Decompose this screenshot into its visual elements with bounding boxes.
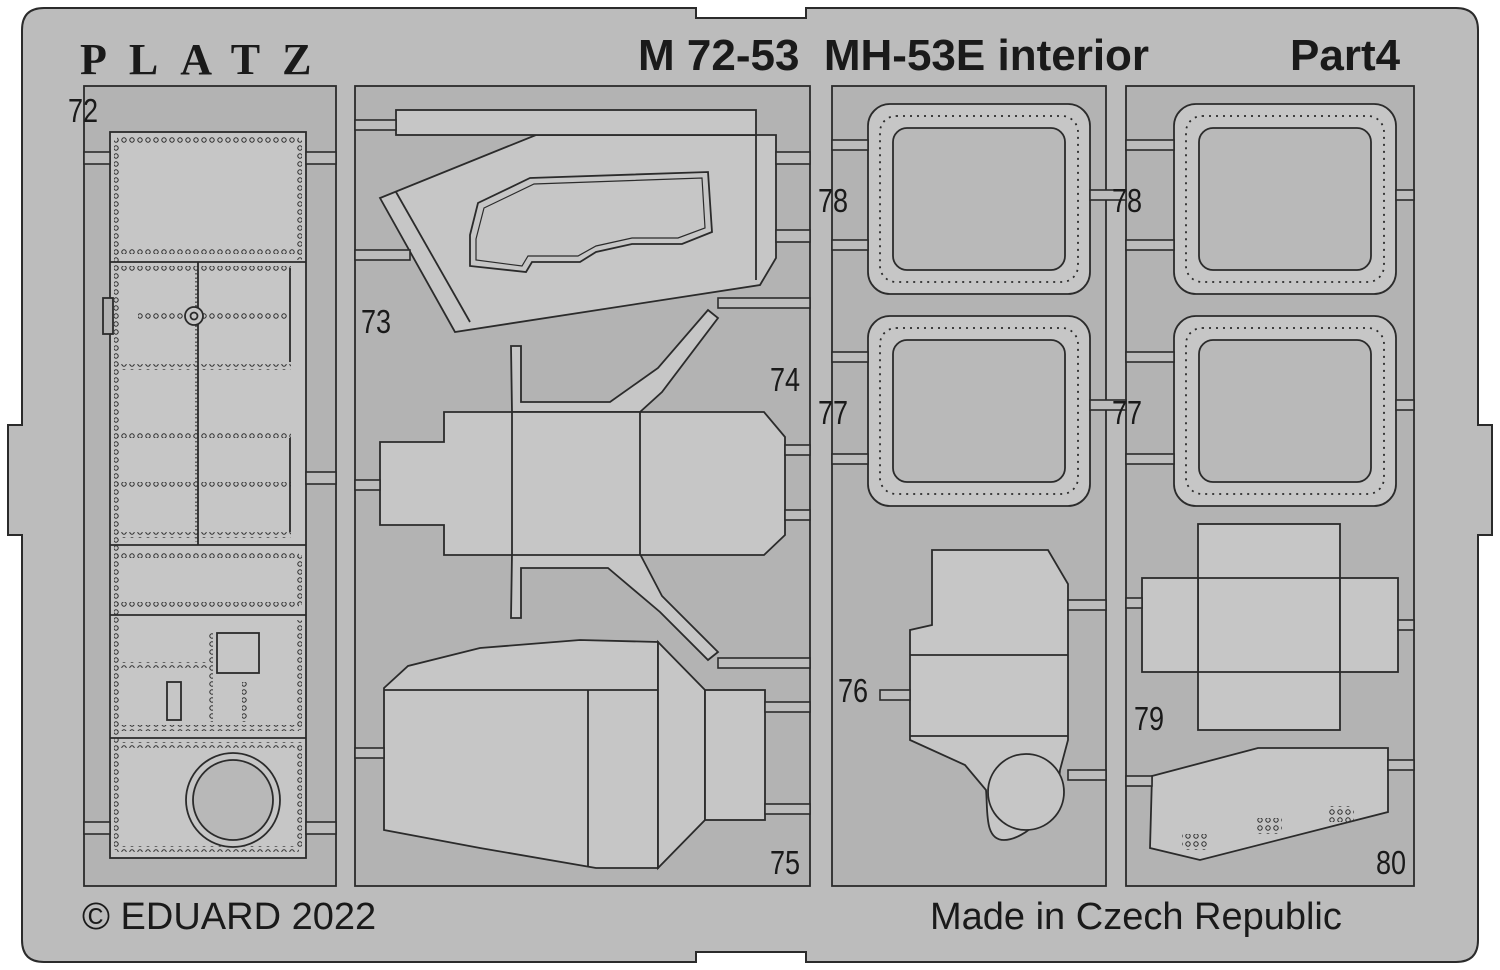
part-75-tapered-panel xyxy=(383,639,766,871)
set-code: M 72-53 xyxy=(638,31,800,80)
copyright-text: © EDUARD 2022 xyxy=(82,896,377,938)
part-79-cross-box xyxy=(1141,523,1399,731)
part-77-window-left xyxy=(867,315,1091,507)
part-76-round-box xyxy=(909,549,1069,841)
fret-sprues xyxy=(83,119,1415,835)
part-number-80: 80 xyxy=(1376,844,1407,881)
set-title: M 72-53 MH-53E interior xyxy=(638,34,1149,78)
origin-text: Made in Czech Republic xyxy=(930,896,1342,938)
part-number-74: 74 xyxy=(770,361,801,398)
part-77-window-right xyxy=(1173,315,1397,507)
part-number-79: 79 xyxy=(1134,700,1165,737)
part-number-75: 75 xyxy=(770,844,801,881)
part-72-floor-panel xyxy=(102,131,307,859)
part-number-78-left: 78 xyxy=(818,182,849,219)
part-number-77-right: 77 xyxy=(1112,394,1143,431)
part-number-78-right: 78 xyxy=(1112,182,1143,219)
part-78-window-right xyxy=(1173,103,1397,295)
part-number-73: 73 xyxy=(361,303,392,340)
part-73-side-panel xyxy=(378,109,777,333)
part-74-box-fold xyxy=(379,308,786,662)
brand-logo: PLATZ xyxy=(80,35,334,84)
part-78-window-left xyxy=(867,103,1091,295)
part-number-76: 76 xyxy=(838,672,869,709)
part-number-77-left: 77 xyxy=(818,394,849,431)
set-name: MH-53E interior xyxy=(823,31,1150,80)
part-number-72: 72 xyxy=(68,92,99,129)
part-80-plate xyxy=(1149,747,1389,861)
fret-part-label: Part4 xyxy=(1290,31,1401,80)
